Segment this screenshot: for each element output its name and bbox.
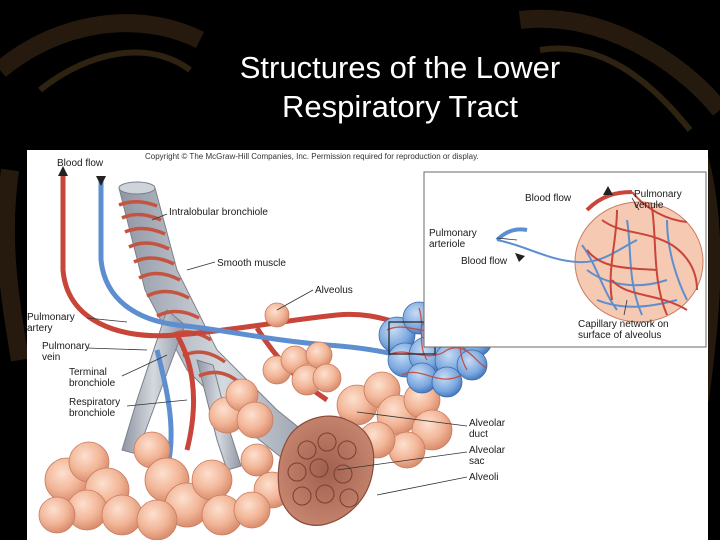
label-pulmonary-venule-line2: venule [634,200,664,211]
label-pulmonary-artery-line1: Pulmonary [27,312,75,323]
label-terminal-bronchiole-line2: bronchiole [69,378,116,389]
label-pulmonary-vein-line2: vein [42,352,60,363]
label-inset-blood-flow-top: Blood flow [525,193,572,204]
label-terminal-bronchiole-line1: Terminal [69,367,107,378]
title-line-1: Structures of the Lower [150,48,650,87]
label-respiratory-bronchiole-line1: Respiratory [69,397,120,408]
label-pulmonary-arteriole-line1: Pulmonary [429,228,477,239]
title-line-2: Respiratory Tract [150,87,650,126]
label-alveolar-duct-line2: duct [469,429,488,440]
label-alveolar-duct-line1: Alveolar [469,418,506,429]
label-smooth-muscle: Smooth muscle [217,258,286,269]
label-alveoli: Alveoli [469,472,498,483]
label-pulmonary-vein-line1: Pulmonary [42,341,90,352]
label-pulmonary-venule-line1: Pulmonary [634,189,682,200]
respiratory-diagram: Copyright © The McGraw-Hill Companies, I… [27,150,708,540]
label-alveolar-sac-line2: sac [469,456,485,467]
label-capillary-network-line1: Capillary network on [578,319,669,330]
label-intralobular-bronchiole: Intralobular bronchiole [169,207,268,218]
label-inset-blood-flow-bottom: Blood flow [461,256,508,267]
label-capillary-network-line2: surface of alveolus [578,330,661,341]
label-alveolar-sac-line1: Alveolar [469,445,506,456]
label-respiratory-bronchiole-line2: bronchiole [69,408,116,419]
label-blood-flow: Blood flow [57,158,104,169]
label-pulmonary-artery-line2: artery [27,323,53,334]
copyright-text: Copyright © The McGraw-Hill Companies, I… [145,152,479,161]
label-pulmonary-arteriole-line2: arteriole [429,239,466,250]
label-alveolus: Alveolus [315,285,353,296]
slide-title: Structures of the Lower Respiratory Trac… [150,48,650,126]
